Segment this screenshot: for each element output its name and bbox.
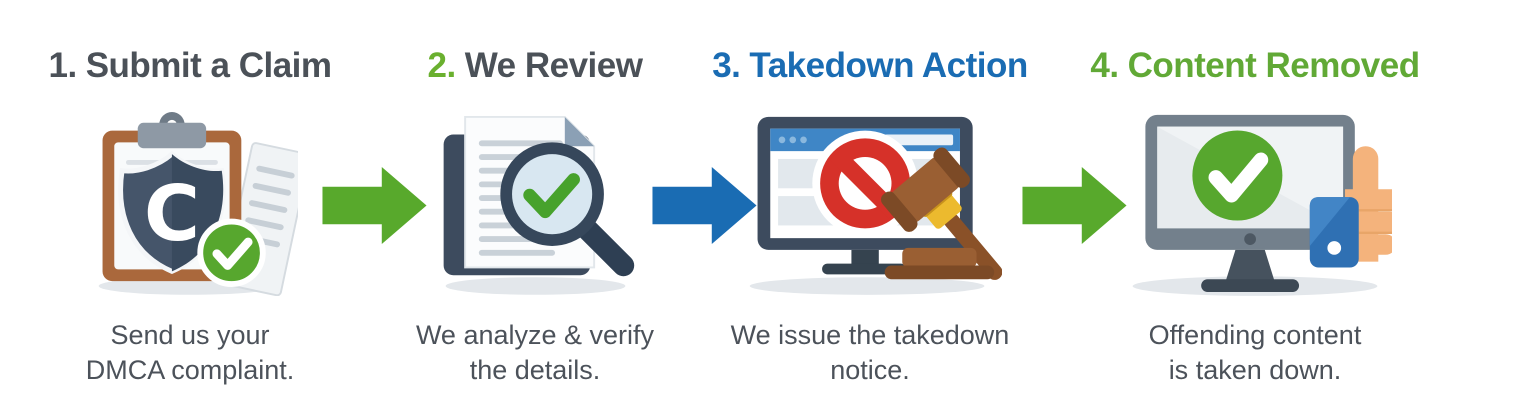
check-icon [211,237,253,270]
magnifier-lens [499,142,604,246]
step-2-number: 2. [427,46,457,85]
step-4-content-removed: 4.Content Removed [1083,44,1427,388]
check-circle [1192,130,1283,221]
clipboard-clip [137,122,206,149]
monitor-stand [1225,249,1275,282]
monitor-check-thumbs-up-icon [1118,100,1392,296]
gavel-sound-block [902,247,977,268]
step-2-we-review: 2.We Review [363,44,707,388]
step-1-caption: Send us your DMCA complaint. [85,320,295,386]
step-3-title-text: Takedown Action [749,46,1028,85]
gavel-icon [880,147,1002,280]
copyright-letter: C [143,169,199,258]
clipboard-copyright-shield-check-icon: C [98,112,298,296]
step-3-title: 3.Takedown Action [712,44,1028,88]
monitor-stand [851,249,879,266]
step-1-title-text: Submit a Claim [85,46,332,85]
step-2-caption: We analyze & verify the details. [415,320,655,386]
monitor-ban-gavel-icon [738,100,1002,296]
step-1-number: 1. [48,46,77,85]
step-4-title: 4.Content Removed [1090,44,1420,88]
check-badge [196,218,266,287]
magnifier-handle [575,217,634,277]
step-4-number: 4. [1090,46,1119,85]
step-2-title: 2.We Review [428,44,643,88]
step-1-title: 1.Submit a Claim [48,44,332,88]
arrow-step3-step4-icon [1022,167,1127,244]
icon-shadow [445,277,625,295]
thumbs-up-icon [1309,146,1392,268]
clipboard-copyright-shield-check-icon: C [83,100,298,296]
icon-shadow [749,277,985,295]
check-icon [1208,152,1269,203]
step-3-number: 3. [712,46,741,85]
document-magnifier-check-icon [428,100,643,296]
step-1-submit-claim: 1.Submit a Claim [18,44,362,388]
step-4-caption: Offending content is taken down. [1148,320,1362,386]
monitor-ban-gavel-icon [749,116,1002,295]
check-icon [522,173,580,219]
step-3-takedown-action: 3.Takedown Action [698,44,1042,388]
step-2-title-text: We Review [464,46,643,85]
step-4-title-text: Content Removed [1127,46,1420,85]
monitor-check-thumbs-up-icon [1132,114,1392,296]
arrow-step2-step3-icon [652,167,757,244]
arrow-step1-step2-icon [322,167,427,244]
step-3-caption: We issue the takedown notice. [730,320,1010,386]
document-magnifier-check-icon [443,115,634,295]
